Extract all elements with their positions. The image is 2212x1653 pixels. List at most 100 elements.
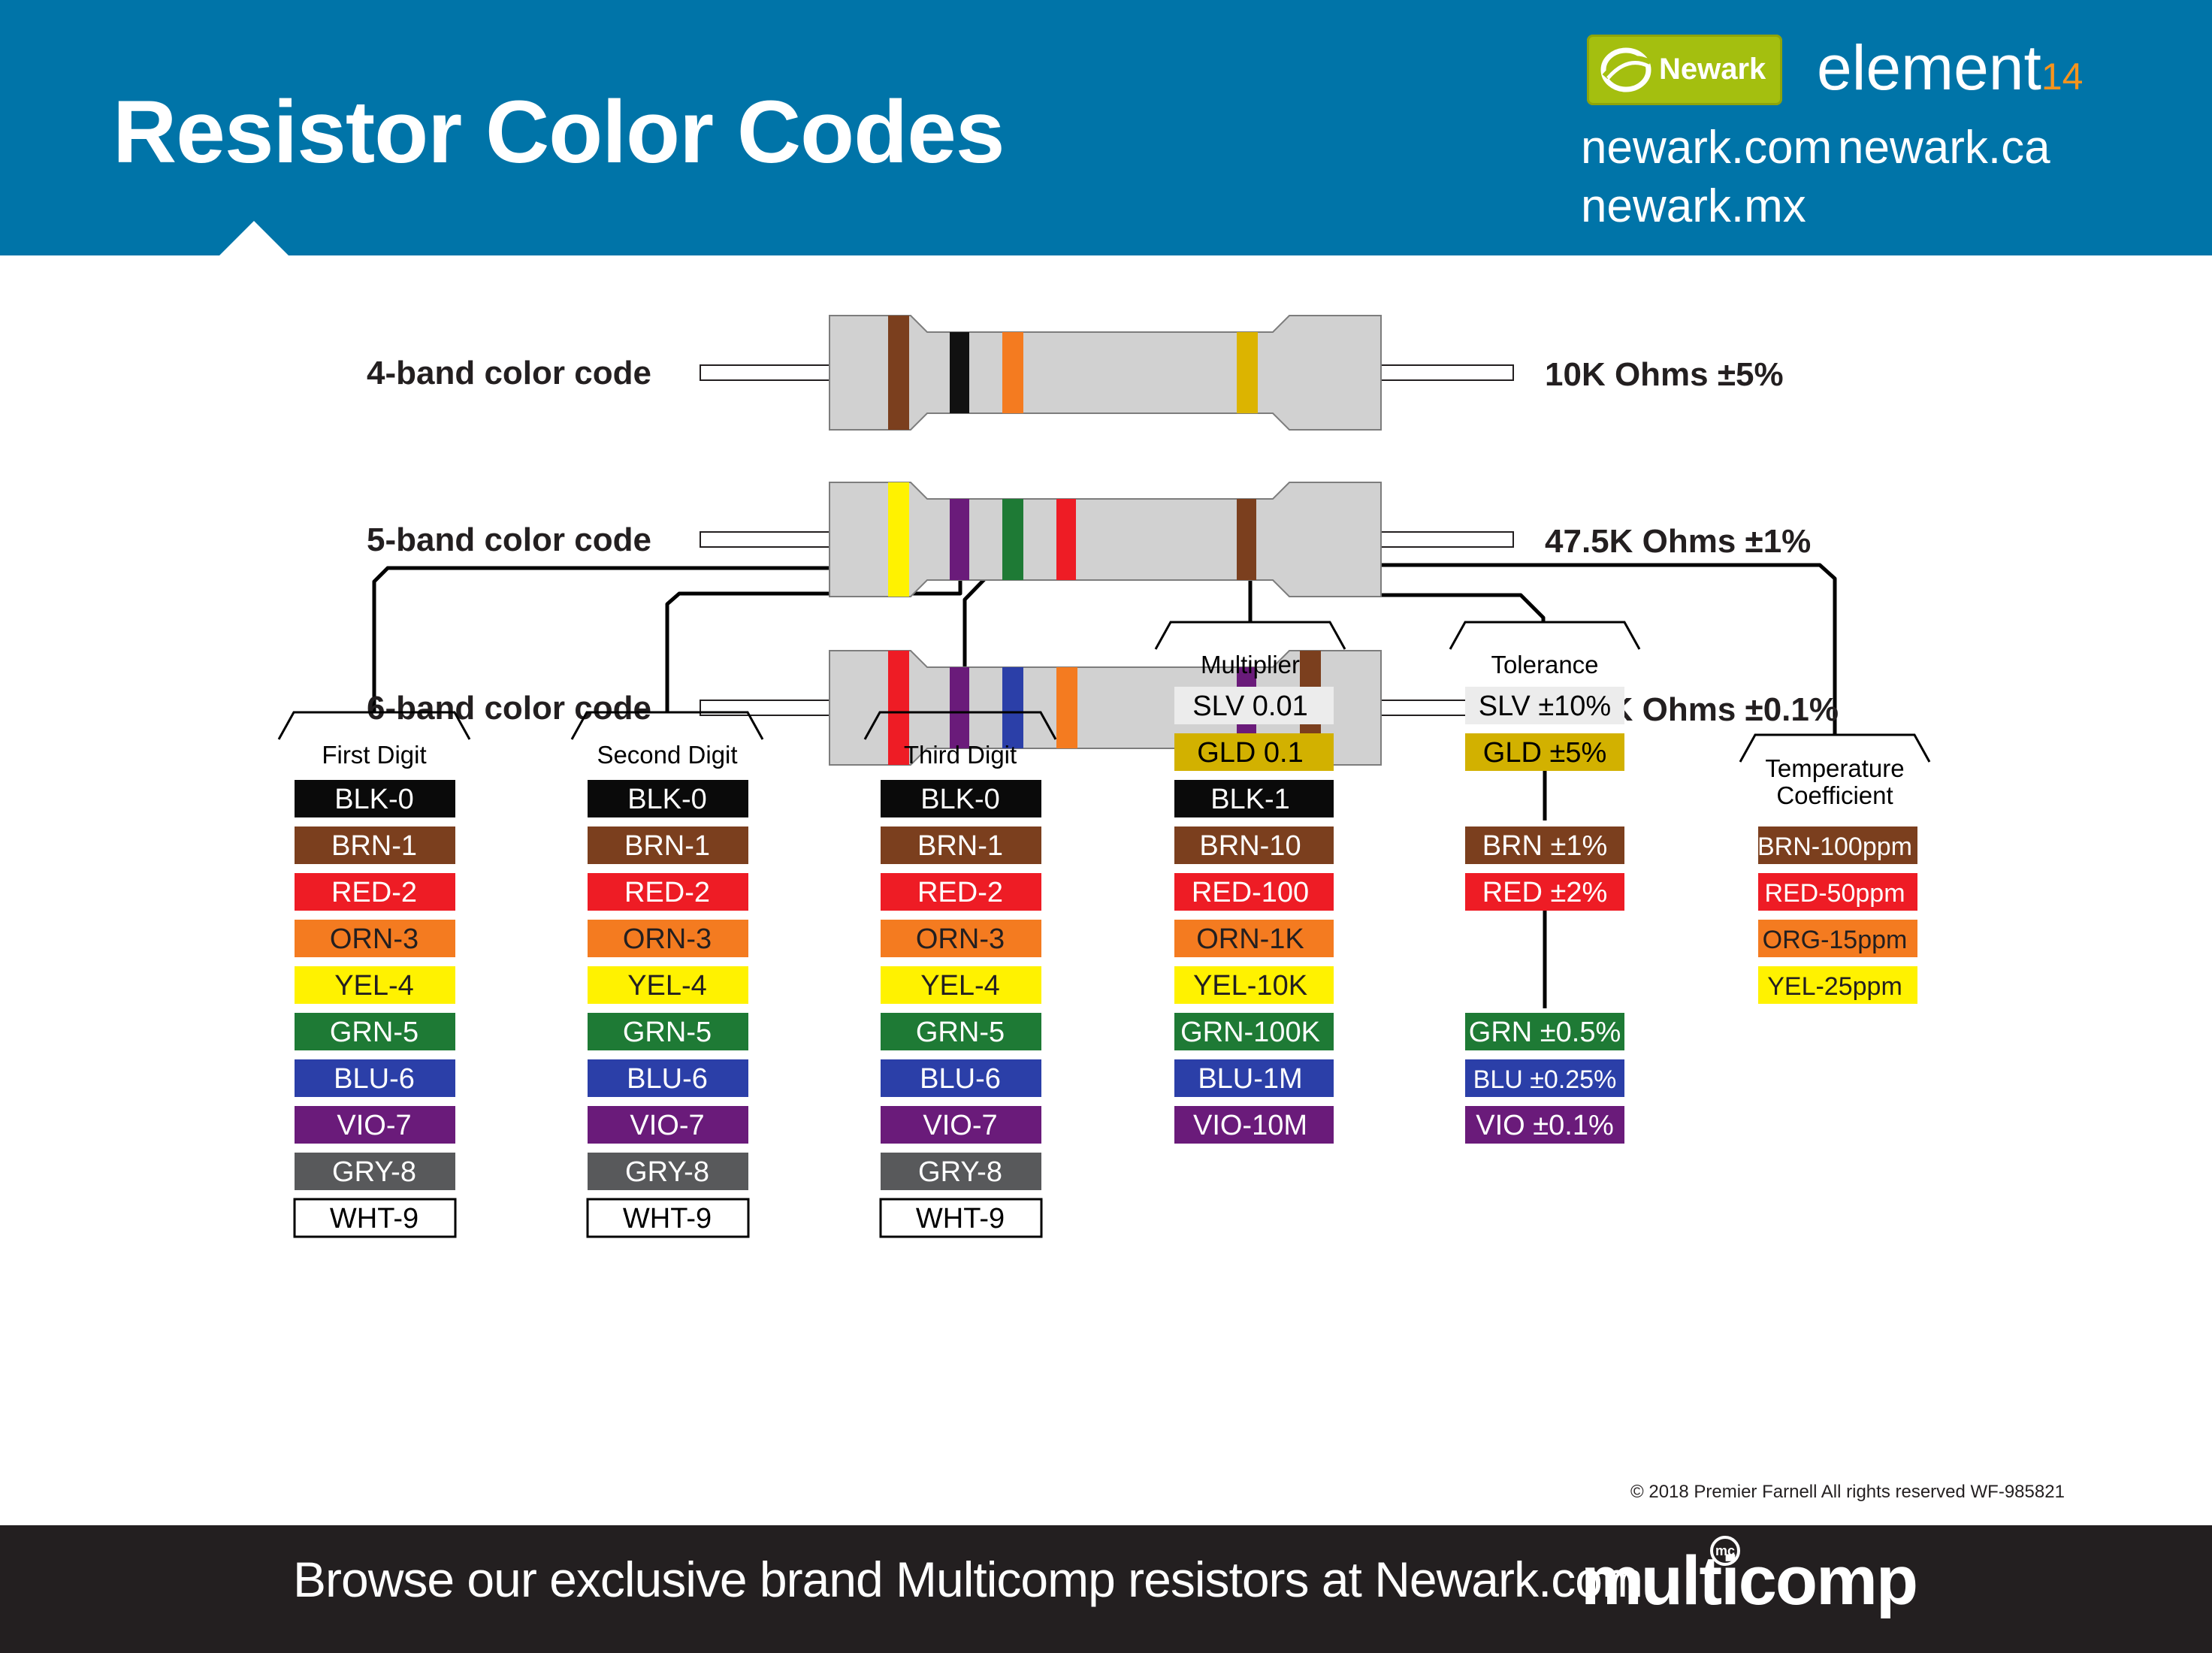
color-band <box>1002 667 1023 748</box>
color-swatch-label: GRY-8 <box>332 1156 416 1188</box>
color-band <box>1002 499 1023 580</box>
color-swatch <box>1465 733 1624 771</box>
category-title: First Digit <box>322 741 426 769</box>
color-swatch <box>1174 1106 1334 1144</box>
color-swatch-label: RED-2 <box>331 877 417 908</box>
right-lead <box>1380 364 1514 381</box>
color-swatch <box>295 1106 455 1144</box>
color-swatch-label: RED-2 <box>917 877 1003 908</box>
url-newark-ca[interactable]: newark.ca <box>1838 122 2050 174</box>
color-swatch-label: GRN-5 <box>623 1017 712 1048</box>
color-swatch <box>295 1059 455 1097</box>
color-swatch <box>588 826 748 864</box>
color-swatch <box>1465 873 1624 911</box>
color-swatch <box>881 1153 1041 1190</box>
color-swatch-label: YEL-4 <box>920 970 1000 1002</box>
color-swatch <box>1465 1059 1624 1097</box>
element14-logo-text: element <box>1817 32 2041 103</box>
color-swatch-label: ORG-15ppm <box>1763 926 1908 954</box>
color-swatch <box>295 1153 455 1190</box>
color-swatch-label: BLU-6 <box>920 1063 1001 1095</box>
category-bracket <box>277 711 471 740</box>
color-swatch-label: BRN-1 <box>624 830 710 862</box>
color-band <box>1237 332 1258 413</box>
color-swatch-label: RED-50ppm <box>1764 879 1905 908</box>
url-newark-com[interactable]: newark.com <box>1581 122 1833 174</box>
resistor-diagram: 4-band color code 10K Ohms ±5% 5-band colo… <box>277 315 1931 1238</box>
color-swatch <box>1174 873 1334 911</box>
multicomp-logo[interactable]: multicomp <box>1581 1543 1918 1619</box>
color-swatch <box>1174 1013 1334 1050</box>
color-swatch-label: BLU ±0.25% <box>1473 1065 1617 1094</box>
color-swatch-label: GRN-100K <box>1180 1017 1320 1048</box>
color-swatch <box>1758 920 1917 957</box>
color-swatch <box>1758 873 1917 911</box>
color-swatch <box>1465 1106 1624 1144</box>
color-swatch-label: RED-2 <box>624 877 710 908</box>
color-swatch-label: YEL-10K <box>1193 970 1307 1002</box>
color-swatch-label: BLU-6 <box>627 1063 708 1095</box>
color-swatch-label: BLK-0 <box>627 784 707 815</box>
color-band <box>888 482 909 597</box>
color-swatch-label: GRY-8 <box>918 1156 1002 1188</box>
color-swatch-label: GRN-5 <box>916 1017 1005 1048</box>
color-swatch-label: BLK-0 <box>920 784 1000 815</box>
category-columns: First DigitBLK-0BRN-1RED-2ORN-3YEL-4GRN-… <box>277 621 1931 1238</box>
color-swatch <box>881 1059 1041 1097</box>
resistor-body <box>829 482 1382 597</box>
color-swatch-label: BLK-0 <box>334 784 414 815</box>
color-swatch-label: GRN ±0.5% <box>1469 1017 1621 1048</box>
color-band <box>950 667 969 748</box>
resistor-row-label: 5-band color code <box>367 521 651 558</box>
color-swatch-label: ORN-1K <box>1196 923 1304 955</box>
color-swatch <box>588 873 748 911</box>
left-lead <box>700 531 830 548</box>
color-swatch <box>1174 687 1334 724</box>
footer-banner: Browse our exclusive brand Multicomp res… <box>0 1525 2212 1653</box>
color-band <box>888 316 909 430</box>
resistor-row-label: 4-band color code <box>367 355 651 391</box>
color-swatch-label: ORN-3 <box>623 923 712 955</box>
color-swatch <box>1758 966 1917 1004</box>
color-swatch-label: RED ±2% <box>1482 877 1608 908</box>
footer-text[interactable]: Browse our exclusive brand Multicomp res… <box>293 1552 1643 1607</box>
color-band <box>1056 499 1076 580</box>
category-bracket <box>863 711 1057 740</box>
color-band <box>1056 667 1077 748</box>
color-swatch-label: WHT-9 <box>623 1203 712 1234</box>
color-band <box>950 499 969 580</box>
color-swatch-label: BRN-1 <box>917 830 1003 862</box>
color-swatch <box>1174 1059 1334 1097</box>
color-swatch <box>1758 826 1917 864</box>
url-newark-mx[interactable]: newark.mx <box>1581 180 1806 232</box>
color-swatch <box>1465 687 1624 724</box>
resistor-value-label: 10K Ohms ±5% <box>1545 356 1784 393</box>
color-swatch <box>588 1013 748 1050</box>
color-swatch-label: RED-100 <box>1192 877 1309 908</box>
category-title: Third Digit <box>904 741 1017 769</box>
category-title: Multiplier <box>1201 651 1300 678</box>
color-swatch <box>881 873 1041 911</box>
color-swatch <box>588 1106 748 1144</box>
color-band <box>1237 499 1256 580</box>
color-swatch <box>586 1198 750 1238</box>
color-swatch-label: VIO-10M <box>1193 1110 1307 1141</box>
color-swatch <box>881 1013 1041 1050</box>
newark-logo-text: Newark <box>1659 53 1766 86</box>
color-swatch <box>1174 780 1334 817</box>
category-bracket <box>1449 621 1641 650</box>
color-swatch-label: YEL-25ppm <box>1767 972 1902 1001</box>
category-title-line: Coefficient <box>1776 781 1893 809</box>
element14-logo[interactable]: element14 <box>1817 36 2083 99</box>
color-band <box>950 332 969 413</box>
color-swatch <box>879 1198 1043 1238</box>
color-swatch-label: GRN-5 <box>330 1017 419 1048</box>
element14-logo-number: 14 <box>2041 56 2084 98</box>
color-swatch <box>295 966 455 1004</box>
newark-logo[interactable]: Newark <box>1587 35 1782 105</box>
color-swatch-label: YEL-4 <box>334 970 414 1002</box>
color-band <box>1002 332 1023 413</box>
category-title: Second Digit <box>597 741 737 769</box>
category-bracket <box>570 711 764 740</box>
multicomp-badge-icon: mc <box>1710 1536 1740 1566</box>
